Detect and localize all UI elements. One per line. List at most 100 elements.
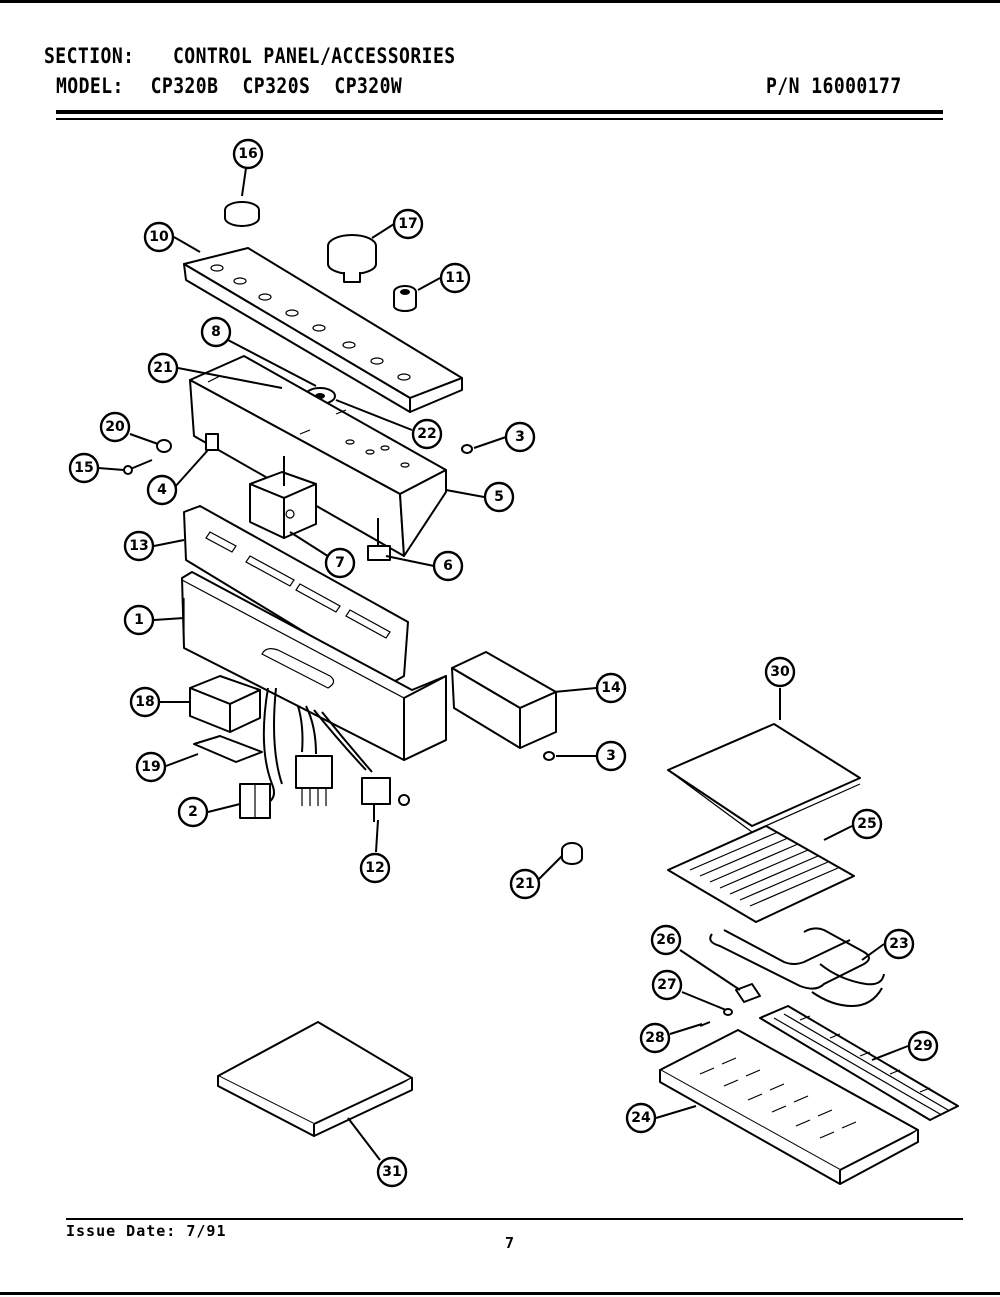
svg-text:3: 3: [515, 429, 525, 445]
part-12-terminal-block: [361, 777, 410, 822]
part-20-nut: [156, 439, 172, 453]
svg-text:12: 12: [365, 860, 384, 876]
svg-text:7: 7: [335, 555, 345, 571]
callout-29: 29: [907, 1030, 939, 1062]
model-number: CP320B: [150, 74, 219, 98]
callout-6: 6: [432, 550, 464, 582]
svg-text:18: 18: [135, 694, 154, 710]
svg-text:13: 13: [129, 538, 148, 554]
part-2-connector: [239, 783, 271, 819]
part-30-cover-plate: [667, 723, 861, 833]
svg-text:15: 15: [74, 460, 93, 476]
callout-11: 11: [439, 262, 471, 294]
svg-text:27: 27: [657, 977, 676, 993]
part-4-clip: [205, 433, 219, 451]
callout-30: 30: [764, 656, 796, 688]
callout-3: 3: [504, 421, 536, 453]
part-18-transformer: [189, 675, 261, 733]
model-number: CP320S: [242, 74, 311, 98]
svg-text:28: 28: [645, 1030, 664, 1046]
model-row: MODEL: CP320B CP320S CP320W: [56, 74, 426, 98]
callout-2: 2: [177, 796, 209, 828]
model-label: MODEL:: [56, 74, 124, 98]
section-label: SECTION:: [44, 44, 135, 68]
callout-22: 22: [411, 418, 443, 450]
svg-text:4: 4: [157, 482, 167, 498]
section-value: CONTROL PANEL/ACCESSORIES: [173, 44, 456, 68]
part-17-knob: [327, 234, 377, 283]
callout-27: 27: [651, 969, 683, 1001]
callout-19: 19: [135, 751, 167, 783]
svg-text:29: 29: [913, 1038, 932, 1054]
svg-text:11: 11: [445, 270, 464, 286]
part-14-cover-box: [451, 651, 557, 749]
part-27-washer: [723, 1008, 733, 1016]
callout-20: 20: [99, 411, 131, 443]
header-rule-thick: [56, 110, 943, 114]
part-31-griddle-cover: [217, 1021, 413, 1137]
part-28-screw: [699, 1021, 711, 1027]
part-16-knob-cap: [224, 201, 260, 227]
part-19-mounting-plate: [193, 735, 263, 763]
part-11-bushing: [393, 285, 417, 312]
callout-18: 18: [129, 686, 161, 718]
callout-8: 8: [200, 316, 232, 348]
callout-23: 23: [883, 928, 915, 960]
part-29-grate-insert: [759, 1005, 959, 1121]
header-rule-thin: [56, 118, 943, 120]
callout-10: 10: [143, 221, 175, 253]
part-26-terminal-block: [735, 983, 761, 1003]
part-21-knob-insert: [561, 842, 583, 865]
part-6-bracket-stud: [367, 518, 391, 561]
part-24-drip-pan: [659, 1029, 919, 1185]
svg-text:26: 26: [656, 932, 675, 948]
svg-text:23: 23: [889, 936, 908, 952]
model-number: CP320W: [334, 74, 403, 98]
footer-rule: [66, 1218, 963, 1220]
svg-text:10: 10: [149, 229, 169, 245]
svg-text:24: 24: [631, 1110, 651, 1126]
callout-16: 16: [232, 138, 264, 170]
callout-13: 13: [123, 530, 155, 562]
part-7-thermostat: [249, 456, 317, 539]
callout-21: 21: [509, 868, 541, 900]
svg-text:20: 20: [105, 419, 125, 435]
svg-text:19: 19: [141, 759, 160, 775]
part-23-heating-element: [709, 927, 885, 1008]
part-25-grill-grate: [667, 825, 855, 923]
svg-text:22: 22: [417, 426, 436, 442]
svg-text:8: 8: [211, 324, 221, 340]
svg-text:31: 31: [382, 1164, 401, 1180]
svg-text:17: 17: [398, 216, 417, 232]
part-13-trim-panel: [183, 505, 409, 685]
part-15-screw: [123, 459, 153, 475]
callout-7: 7: [324, 547, 356, 579]
svg-text:6: 6: [443, 558, 453, 574]
svg-text:5: 5: [494, 489, 504, 505]
callout-3: 3: [595, 740, 627, 772]
callout-12: 12: [359, 852, 391, 884]
svg-text:16: 16: [238, 146, 257, 162]
svg-text:2: 2: [188, 804, 198, 820]
callout-31: 31: [376, 1156, 408, 1188]
callout-25: 25: [851, 808, 883, 840]
leader-lines: [97, 167, 909, 1161]
part-3-screw-upper: [461, 444, 473, 454]
callout-26: 26: [650, 924, 682, 956]
bottom-border-line: [0, 1292, 1000, 1295]
callout-21: 21: [147, 352, 179, 384]
callout-17: 17: [392, 208, 424, 240]
page-number: 7: [505, 1234, 515, 1252]
svg-text:14: 14: [601, 680, 621, 696]
callout-1: 1: [123, 604, 155, 636]
callout-5: 5: [483, 481, 515, 513]
part-number: P/N 16000177: [766, 74, 902, 98]
callout-4: 4: [146, 474, 178, 506]
wire-connector-block: [295, 755, 333, 806]
callout-14: 14: [595, 672, 627, 704]
svg-text:21: 21: [515, 876, 534, 892]
part-10-control-panel: [183, 247, 463, 413]
wiring-harness: [262, 687, 373, 805]
svg-text:30: 30: [770, 664, 790, 680]
